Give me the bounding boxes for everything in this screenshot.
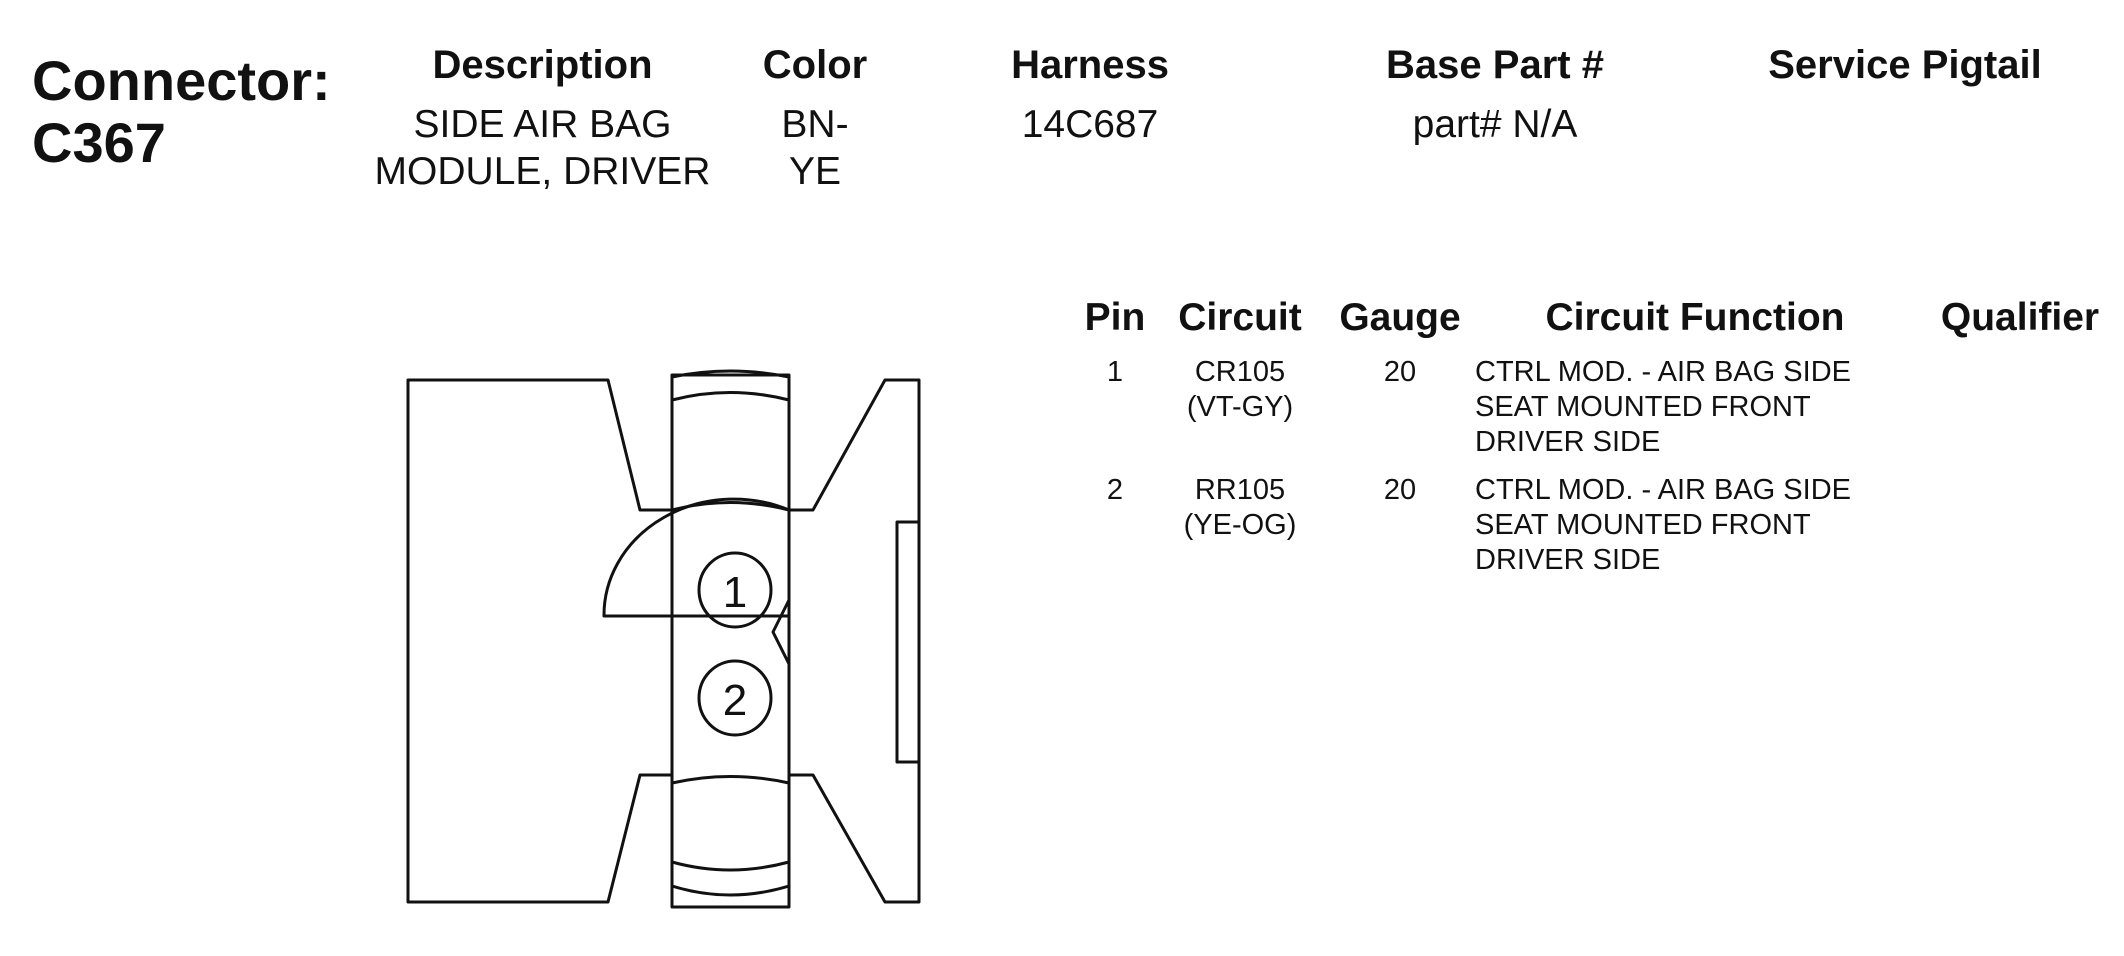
- pin-label: 1: [723, 568, 747, 617]
- description-line: MODULE, DRIVER: [374, 150, 711, 193]
- circuit-function-value: CTRL MOD. - AIR BAG SIDE SEAT MOUNTED FR…: [1475, 473, 1915, 578]
- connector-left-body: [406, 378, 674, 904]
- color-line: BN-: [781, 103, 849, 146]
- connector-right-body: [787, 378, 921, 904]
- gauge-column-header: Gauge: [1339, 296, 1461, 339]
- gauge-value: 20: [1383, 474, 1417, 506]
- circuit-line: (YE-OG): [1183, 509, 1297, 541]
- circuit-value: CR105 (VT-GY): [1165, 355, 1315, 425]
- circuit-line: RR105: [1194, 474, 1286, 506]
- gauge-value: 20: [1383, 356, 1417, 388]
- color-line: YE: [788, 150, 842, 193]
- base-part-header: Base Part #: [1386, 43, 1604, 87]
- connector-top-latch: [670, 391, 791, 402]
- connector-top-latch: [670, 369, 791, 379]
- color-value: BN- YE: [740, 101, 890, 195]
- harness-value: 14C687: [1021, 103, 1159, 146]
- function-line: CTRL MOD. - AIR BAG SIDE: [1475, 474, 1851, 506]
- connector-key-dome: [602, 497, 791, 618]
- connector-id: C367: [32, 111, 166, 174]
- description-line: SIDE AIR BAG: [413, 103, 672, 146]
- pin-number: 2: [1106, 474, 1124, 506]
- circuit-line: (VT-GY): [1186, 391, 1294, 423]
- circuit-function-value: CTRL MOD. - AIR BAG SIDE SEAT MOUNTED FR…: [1475, 355, 1915, 460]
- connector-side-notch: [771, 598, 791, 666]
- description-value: SIDE AIR BAG MODULE, DRIVER: [340, 101, 745, 195]
- function-line: SEAT MOUNTED FRONT: [1475, 391, 1811, 423]
- circuit-function-column-header: Circuit Function: [1545, 296, 1845, 339]
- function-line: DRIVER SIDE: [1475, 544, 1661, 576]
- pin-cavity-1: [697, 551, 773, 629]
- connector-title: Connector: C367: [32, 50, 331, 174]
- function-line: DRIVER SIDE: [1475, 426, 1661, 458]
- pin-label: 2: [723, 676, 747, 725]
- pin-column-header: Pin: [1084, 296, 1146, 339]
- circuit-column-header: Circuit: [1178, 296, 1302, 339]
- connector-latch-bar: [895, 520, 921, 764]
- harness-header: Harness: [1011, 43, 1169, 87]
- function-line: CTRL MOD. - AIR BAG SIDE: [1475, 356, 1851, 388]
- connector-bottom-latch: [670, 884, 791, 897]
- connector-center-column: [670, 373, 791, 909]
- qualifier-column-header: Qualifier: [1940, 296, 2100, 339]
- connector-label: Connector:: [32, 49, 331, 112]
- color-header: Color: [762, 43, 868, 87]
- function-line: SEAT MOUNTED FRONT: [1475, 509, 1811, 541]
- service-pigtail-header: Service Pigtail: [1768, 43, 2042, 87]
- circuit-value: RR105 (YE-OG): [1165, 473, 1315, 543]
- description-header: Description: [432, 43, 653, 87]
- connector-middle-band: [670, 775, 791, 785]
- pin-number: 1: [1106, 356, 1124, 388]
- pin-cavity-2: [697, 659, 773, 737]
- connector-bottom-latch: [670, 860, 791, 872]
- circuit-line: CR105: [1194, 356, 1286, 388]
- base-part-value: part# N/A: [1412, 103, 1578, 146]
